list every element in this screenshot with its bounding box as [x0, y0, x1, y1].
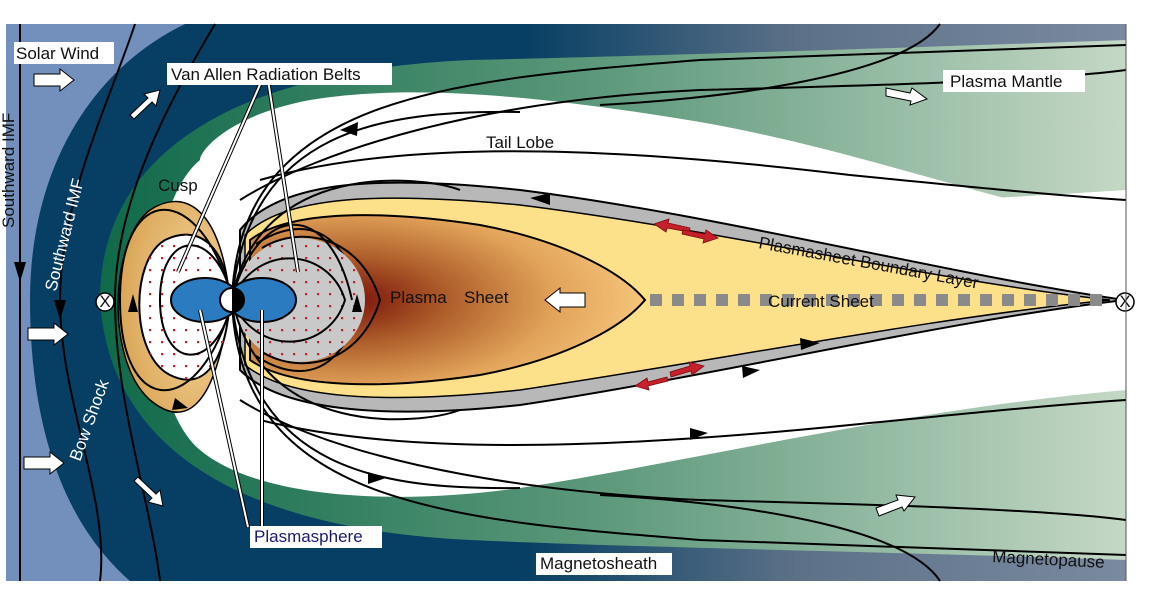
cusp-text: Cusp — [158, 176, 198, 195]
current-sheet-text: Current Sheet — [768, 292, 874, 311]
arrowhead-icon — [690, 428, 708, 440]
plasma-mantle-text: Plasma Mantle — [950, 72, 1062, 91]
field-arrowheads — [14, 122, 820, 484]
arrowhead-icon — [128, 294, 138, 312]
nightside-belt-dots — [235, 238, 365, 362]
van-allen-text: Van Allen Radiation Belts — [171, 65, 361, 84]
southward-imf-outer-text: Southward IMF — [0, 113, 18, 228]
arrowhead-icon — [742, 366, 760, 378]
arrowhead-icon — [368, 472, 386, 484]
label-van-allen: Van Allen Radiation Belts — [167, 63, 392, 85]
arrowhead-icon — [172, 398, 188, 410]
red-arrow-icon — [634, 376, 669, 391]
flow-arrows — [23, 67, 929, 517]
x-point-tail: X — [1115, 292, 1135, 312]
plasmasphere-text: Plasmasphere — [254, 527, 363, 546]
imf-field-lines — [19, 23, 941, 582]
label-solar-wind: Solar Wind — [14, 42, 114, 64]
x-point-dayside: X — [95, 292, 115, 312]
plasmasphere — [170, 277, 297, 323]
solar-wind-arrow-icon — [27, 321, 69, 347]
plasma-sheet-inner — [249, 214, 647, 386]
tail-lobe-upper-band — [900, 190, 1126, 225]
solar-wind-arrow-icon — [23, 450, 65, 476]
arrowhead-icon — [530, 193, 550, 205]
mantle-arrow-icon — [875, 494, 916, 517]
deflection-arrow-icon — [133, 476, 164, 507]
arrowhead-icon — [800, 338, 820, 350]
mantle-arrow-icon — [885, 87, 929, 106]
x-point-dayside-label: X — [99, 292, 110, 311]
plasma-sheet-arrow-icon — [544, 286, 586, 314]
arrowhead-icon — [352, 294, 362, 312]
plasma-sheet-text-1: Plasma — [390, 288, 447, 307]
earth — [219, 287, 245, 313]
x-point-tail-label: X — [1119, 292, 1130, 311]
arrowhead-icon — [54, 300, 66, 320]
plasma-sheet-core-line — [261, 235, 382, 365]
dipole-field-lines — [118, 44, 1127, 556]
magnetosheath-text: Magnetosheath — [540, 554, 657, 573]
solar-wind-arrow-icon — [33, 67, 75, 93]
label-magnetosheath: Magnetosheath — [536, 553, 672, 575]
red-arrow-icon — [669, 361, 705, 378]
arrowhead-icon — [14, 262, 26, 282]
deflection-arrow-icon — [129, 89, 161, 120]
label-plasma-mantle: Plasma Mantle — [943, 70, 1085, 92]
psbl-flow-arrows — [634, 218, 719, 391]
solar-wind-text: Solar Wind — [16, 44, 99, 63]
red-arrow-icon — [681, 229, 719, 244]
tail-lobe-text: Tail Lobe — [486, 133, 554, 152]
label-plasmasphere: Plasmasphere — [250, 526, 382, 548]
arrowhead-icon — [340, 122, 358, 136]
plasma-sheet-text-2: Sheet — [464, 288, 509, 307]
leader-lines-inner — [177, 79, 299, 528]
